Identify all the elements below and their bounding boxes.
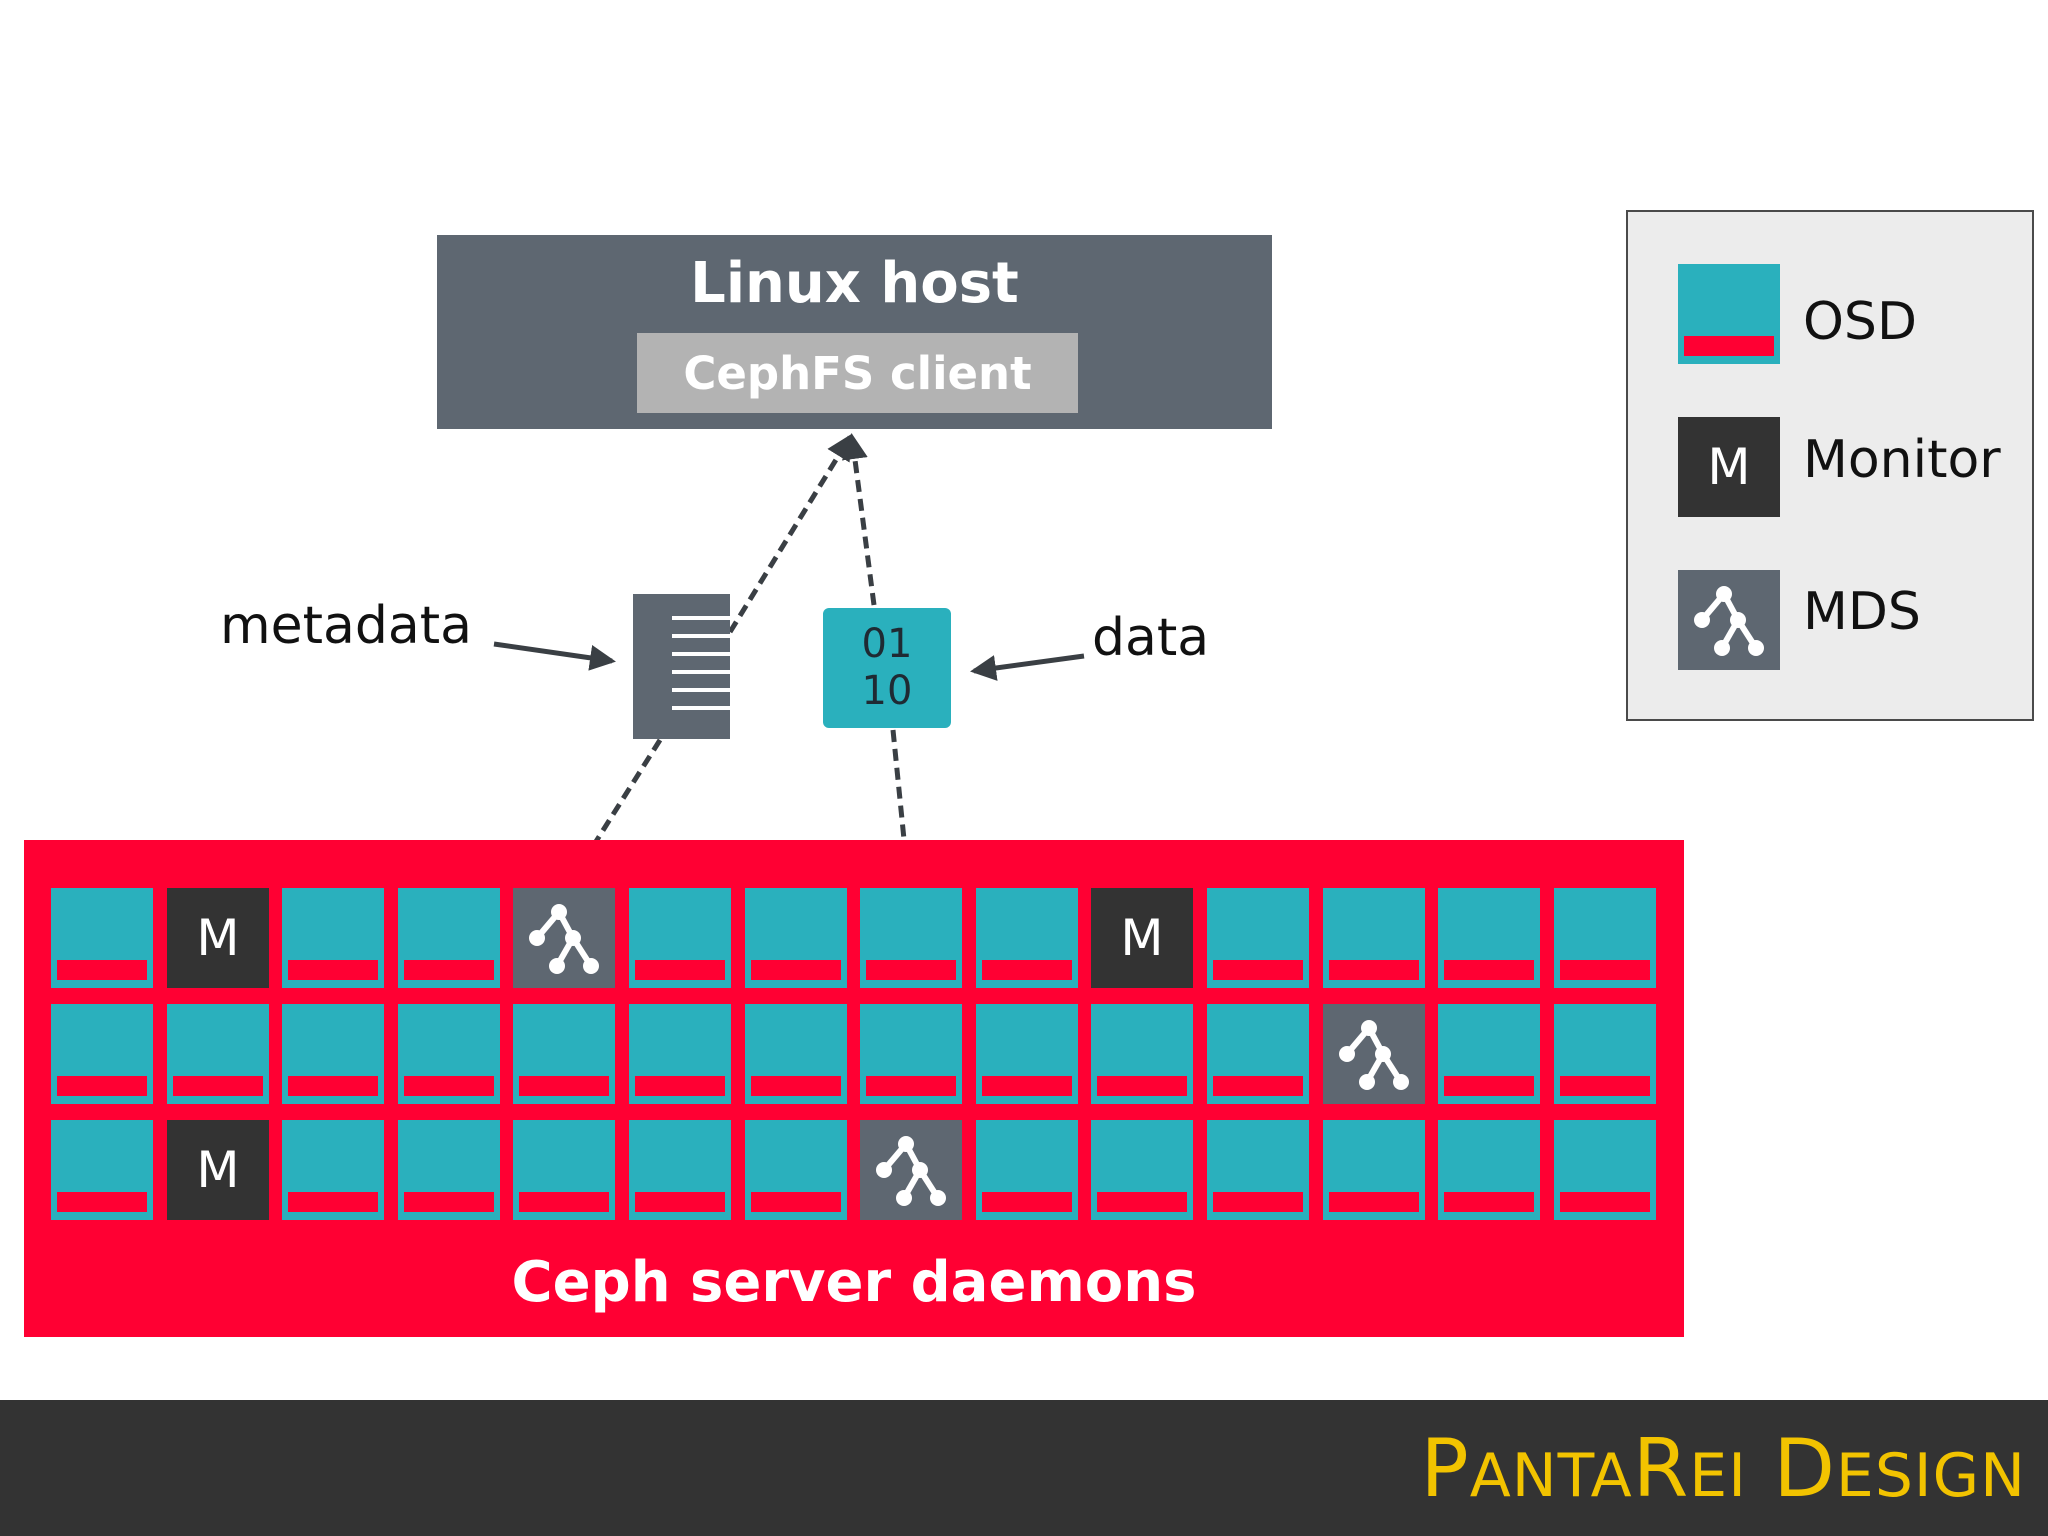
osd-tile (282, 1120, 384, 1220)
ceph-cluster-box: M M M Ceph server daemons (24, 840, 1684, 1337)
osd-tile (282, 888, 384, 988)
mds-tile (1323, 1004, 1425, 1104)
data-binary-line-2: 10 (861, 668, 913, 714)
legend-osd-label: OSD (1803, 292, 1917, 352)
monitor-letter: M (196, 909, 240, 967)
mds-tile (513, 888, 615, 988)
osd-tile (1554, 888, 1656, 988)
osd-tile (1554, 1120, 1656, 1220)
monitor-tile: M (167, 1120, 269, 1220)
mds-tree-icon (876, 1136, 946, 1206)
mds-tree-icon (529, 904, 599, 974)
footer-bar: PANTAREI DESIGN (0, 1400, 2048, 1536)
osd-tile (1207, 1004, 1309, 1104)
osd-tile (629, 1120, 731, 1220)
osd-tile (1438, 1120, 1540, 1220)
mds-tile (860, 1120, 962, 1220)
monitor-letter: M (196, 1141, 240, 1199)
metadata-label: metadata (220, 596, 473, 656)
osd-tile (745, 1004, 847, 1104)
legend-monitor-letter: M (1707, 438, 1751, 496)
legend-mds-icon (1678, 570, 1780, 670)
osd-tile (1323, 1120, 1425, 1220)
data-to-client-arrow (841, 433, 877, 606)
osd-tile (860, 1004, 962, 1104)
osd-tile (1091, 1004, 1193, 1104)
monitor-tile: M (167, 888, 269, 988)
data-label: data (1092, 608, 1210, 668)
osd-tile (398, 1004, 500, 1104)
metadata-pointer (493, 641, 616, 671)
mds-tree-icon (1339, 1020, 1409, 1090)
brand-logo: PANTAREI DESIGN (1420, 1422, 2026, 1515)
osd-tile (976, 1120, 1078, 1220)
osd-tile (398, 888, 500, 988)
data-binary-line-1: 01 (861, 621, 913, 667)
legend-monitor-label: Monitor (1803, 430, 2001, 490)
legend-monitor-icon: M (1678, 417, 1780, 517)
linux-host-box: Linux host CephFS client (437, 235, 1272, 429)
osd-tile (167, 1004, 269, 1104)
osd-tile (1091, 1120, 1193, 1220)
osd-tile (51, 1120, 153, 1220)
osd-tile (51, 1004, 153, 1104)
monitor-tile: M (1091, 888, 1193, 988)
metadata-to-client-arrow (727, 433, 853, 634)
osd-tile (745, 888, 847, 988)
cephfs-client-box: CephFS client (637, 333, 1078, 413)
osd-tile (1438, 1004, 1540, 1104)
data-binary-icon: 01 10 (823, 608, 951, 728)
osd-tile (745, 1120, 847, 1220)
monitor-letter: M (1120, 909, 1164, 967)
osd-tile (51, 888, 153, 988)
osd-tile (629, 888, 731, 988)
osd-tile (1554, 1004, 1656, 1104)
osd-tile (1438, 888, 1540, 988)
mds-tree-icon (1694, 586, 1764, 656)
linux-host-title: Linux host (690, 251, 1019, 316)
osd-tile (860, 888, 962, 988)
label-pointers (493, 641, 1085, 681)
osd-tile (513, 1120, 615, 1220)
osd-tile (1207, 888, 1309, 988)
data-pointer (970, 653, 1085, 681)
legend-mds-label: MDS (1803, 582, 1921, 642)
osd-tile (282, 1004, 384, 1104)
osd-tile (976, 888, 1078, 988)
osd-tile (629, 1004, 731, 1104)
metadata-to-mds-arrow (563, 738, 663, 893)
metadata-document-icon (633, 594, 730, 739)
ceph-cluster-label: Ceph server daemons (511, 1250, 1197, 1315)
osd-tile (513, 1004, 615, 1104)
osd-tile (1207, 1120, 1309, 1220)
osd-tile (398, 1120, 500, 1220)
legend: OSD M Monitor MDS (1626, 210, 2034, 721)
legend-osd-icon (1678, 264, 1780, 364)
osd-tile (976, 1004, 1078, 1104)
osd-tile (1323, 888, 1425, 988)
